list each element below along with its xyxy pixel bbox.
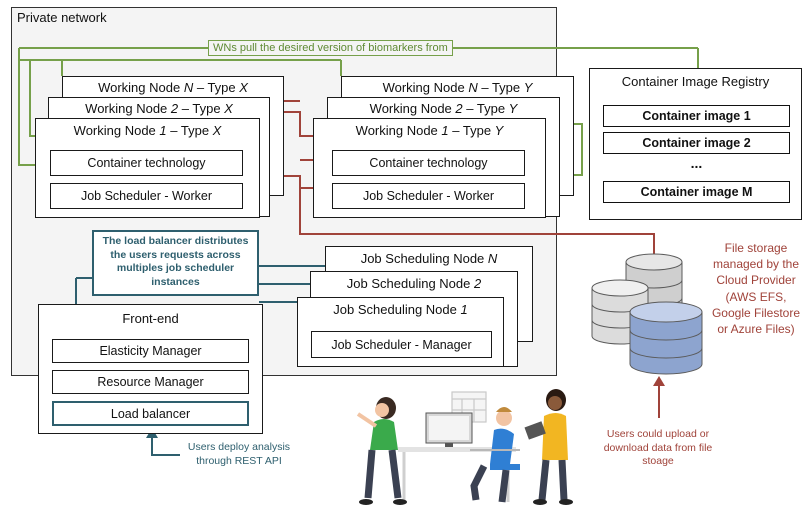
pull-note: WNs pull the desired version of biomarke…	[208, 40, 453, 56]
private-network-label: Private network	[17, 10, 107, 25]
wn-x-job-scheduler-worker: Job Scheduler - Worker	[50, 183, 243, 209]
users-api-note: Users deploy analysis through REST API	[187, 441, 291, 467]
person-right-icon	[524, 389, 573, 505]
storage-upload-arrowhead	[653, 376, 665, 386]
registry-title: Container Image Registry	[621, 74, 770, 89]
resource-manager: Resource Manager	[52, 370, 249, 394]
load-balancer: Load balancer	[52, 401, 249, 426]
elasticity-manager: Elasticity Manager	[52, 339, 249, 363]
api-arrow-line	[151, 436, 180, 456]
job-scheduler-manager: Job Scheduler - Manager	[311, 331, 492, 358]
wn-x-container-technology: Container technology	[50, 150, 243, 176]
front-end: Front-end Elasticity Manager Resource Ma…	[38, 304, 263, 434]
container-image-ellipsis: ...	[690, 155, 703, 171]
storage-line-wnx-3	[260, 175, 655, 258]
person-seated-icon	[470, 407, 520, 503]
pull-line-wny-right	[574, 123, 583, 176]
container-image-1: Container image 1	[603, 105, 790, 127]
working-node-x-1: Working Node 1 – Type X Container techno…	[35, 118, 260, 218]
job-scheduling-node-1: Job Scheduling Node 1 Job Scheduler - Ma…	[297, 297, 504, 367]
file-storage-note: File storage managed by the Cloud Provid…	[711, 241, 801, 336]
pull-line-wnx-mid	[29, 60, 35, 137]
desk-icon	[398, 412, 516, 502]
front-end-title: Front-end	[122, 311, 179, 326]
load-balancer-note: The load balancer distributes the users …	[92, 230, 259, 296]
container-image-2: Container image 2	[603, 132, 790, 154]
container-image-m: Container image M	[603, 181, 790, 203]
container-image-registry: Container Image Registry Container image…	[589, 68, 802, 220]
working-node-y-1: Working Node 1 – Type Y Container techno…	[313, 118, 546, 218]
pull-line-to-registry	[18, 48, 35, 166]
wn-y-job-scheduler-worker: Job Scheduler - Worker	[332, 183, 525, 209]
wn-y-container-technology: Container technology	[332, 150, 525, 176]
person-left-icon	[356, 397, 407, 505]
users-upload-note: Users could upload or download data from…	[603, 428, 713, 468]
